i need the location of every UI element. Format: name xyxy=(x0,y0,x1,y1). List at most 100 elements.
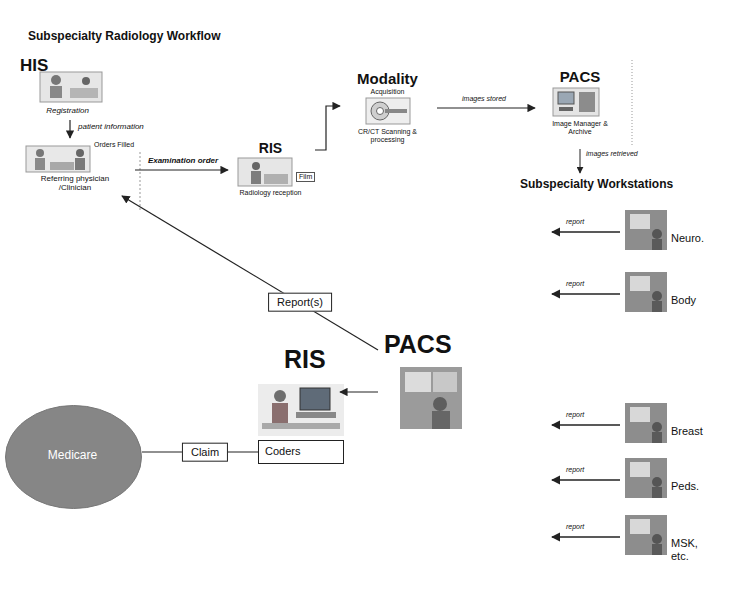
physician-picture xyxy=(36,149,44,157)
workstation-node: Breast xyxy=(625,403,733,443)
node-text: Image Manager & Archive xyxy=(540,120,620,136)
system-node: PACS Image Manager & Archive xyxy=(535,68,627,148)
archive-picture xyxy=(553,88,599,116)
node-title: RIS xyxy=(284,345,338,374)
edge-label: images stored xyxy=(460,95,508,103)
workstation-picture xyxy=(652,291,662,301)
workstation-picture xyxy=(652,422,662,432)
coder-photo xyxy=(274,390,286,402)
flow-label: report xyxy=(566,411,584,419)
workstation-picture xyxy=(652,301,662,312)
workstation-picture xyxy=(625,403,667,443)
flow-connector xyxy=(135,169,228,170)
physician-picture xyxy=(76,149,84,157)
workstation-picture xyxy=(630,214,650,229)
workstation-picture xyxy=(652,534,662,544)
workstation-picture xyxy=(630,407,650,422)
flow-connector xyxy=(69,120,70,138)
physician-picture xyxy=(26,146,90,172)
report-arrow xyxy=(552,479,620,480)
coder-photo xyxy=(272,403,288,423)
archive-picture xyxy=(559,107,573,111)
workstation-node: MSK, etc. xyxy=(625,515,733,564)
node-title: RIS xyxy=(228,140,313,156)
workstation-picture xyxy=(625,272,667,312)
report-arrow xyxy=(552,232,620,537)
node-text: Registration xyxy=(20,106,115,115)
system-node: ModalityAcquisitionCR/CT Scanning & proc… xyxy=(340,70,437,152)
flow-label: report xyxy=(566,523,584,531)
edge-label: Examination order xyxy=(146,156,220,165)
physician-picture xyxy=(26,146,90,172)
node-title: Peds. xyxy=(671,480,731,493)
pacs-photo xyxy=(405,372,431,392)
node-title: Body xyxy=(671,294,731,307)
payer-ellipse: Medicare xyxy=(5,405,142,509)
flow-connector xyxy=(437,107,535,108)
node-text: Acquisition xyxy=(340,88,435,96)
system-node: HISRegistration xyxy=(20,56,117,120)
pacs-photo xyxy=(433,397,447,411)
node-text: Radiology reception xyxy=(228,189,313,197)
pacs-photo xyxy=(432,411,450,429)
node-title: Breast xyxy=(671,425,731,438)
workstation-picture xyxy=(625,515,667,555)
flow-connector xyxy=(122,196,378,350)
ellipse-outline xyxy=(6,406,142,509)
node-title: PACS xyxy=(384,330,469,359)
archive-picture xyxy=(579,92,595,112)
group-heading: Subspecialty Workstations xyxy=(520,178,673,192)
edge-label: Report(s) xyxy=(268,293,332,312)
node-title: Neuro. xyxy=(671,232,731,245)
reception-picture xyxy=(251,171,261,184)
node-title: Modality xyxy=(340,70,435,87)
pacs-photo xyxy=(400,367,462,429)
node-title: PACS xyxy=(535,68,625,85)
registration-picture xyxy=(82,77,90,85)
scanner-picture xyxy=(385,109,407,113)
flow-label: images retrieved xyxy=(586,150,638,158)
workstation-node: Body xyxy=(625,272,733,312)
scanner-picture xyxy=(377,108,384,115)
system-node: PACS xyxy=(378,330,473,435)
workstation-picture xyxy=(625,458,667,498)
workstation-picture xyxy=(652,239,662,250)
node-title: Medicare xyxy=(5,449,140,463)
system-node: RIS Radiology reception xyxy=(228,140,315,202)
node-text: CR/CT Scanning & processing xyxy=(345,128,430,144)
coder-photo xyxy=(262,423,340,429)
report-arrow xyxy=(552,424,620,425)
workstation-picture xyxy=(625,210,667,250)
node-title: Coders xyxy=(265,445,339,458)
workstation-picture xyxy=(625,403,667,443)
coder-photo xyxy=(300,388,330,410)
report-arrow xyxy=(552,231,620,232)
workstation-picture xyxy=(630,519,650,534)
registration-picture xyxy=(40,72,102,102)
reception-picture xyxy=(264,174,288,184)
report-arrow xyxy=(552,536,620,537)
archive-picture xyxy=(553,88,599,116)
physician-picture xyxy=(35,158,45,170)
flow-connector xyxy=(315,106,340,150)
registration-picture xyxy=(40,72,102,102)
node-title: Referring physician /Clinician xyxy=(35,174,115,192)
workstation-node: Neuro. xyxy=(625,210,733,250)
pacs-photo xyxy=(400,367,462,429)
workstation-picture xyxy=(652,432,662,443)
workstation-picture xyxy=(625,515,667,555)
reception-picture xyxy=(252,162,260,170)
physician-picture xyxy=(75,158,85,170)
workstation-picture xyxy=(625,272,667,312)
coder-photo xyxy=(258,384,344,436)
flow-label: report xyxy=(566,280,584,288)
workstation-picture xyxy=(625,458,667,498)
flow-label: report xyxy=(566,218,584,226)
reception-picture xyxy=(238,158,292,186)
edge-label: patient information xyxy=(76,122,146,131)
divider-line xyxy=(632,60,633,145)
process-box: Coders xyxy=(258,440,344,464)
pacs-photo xyxy=(433,372,457,392)
